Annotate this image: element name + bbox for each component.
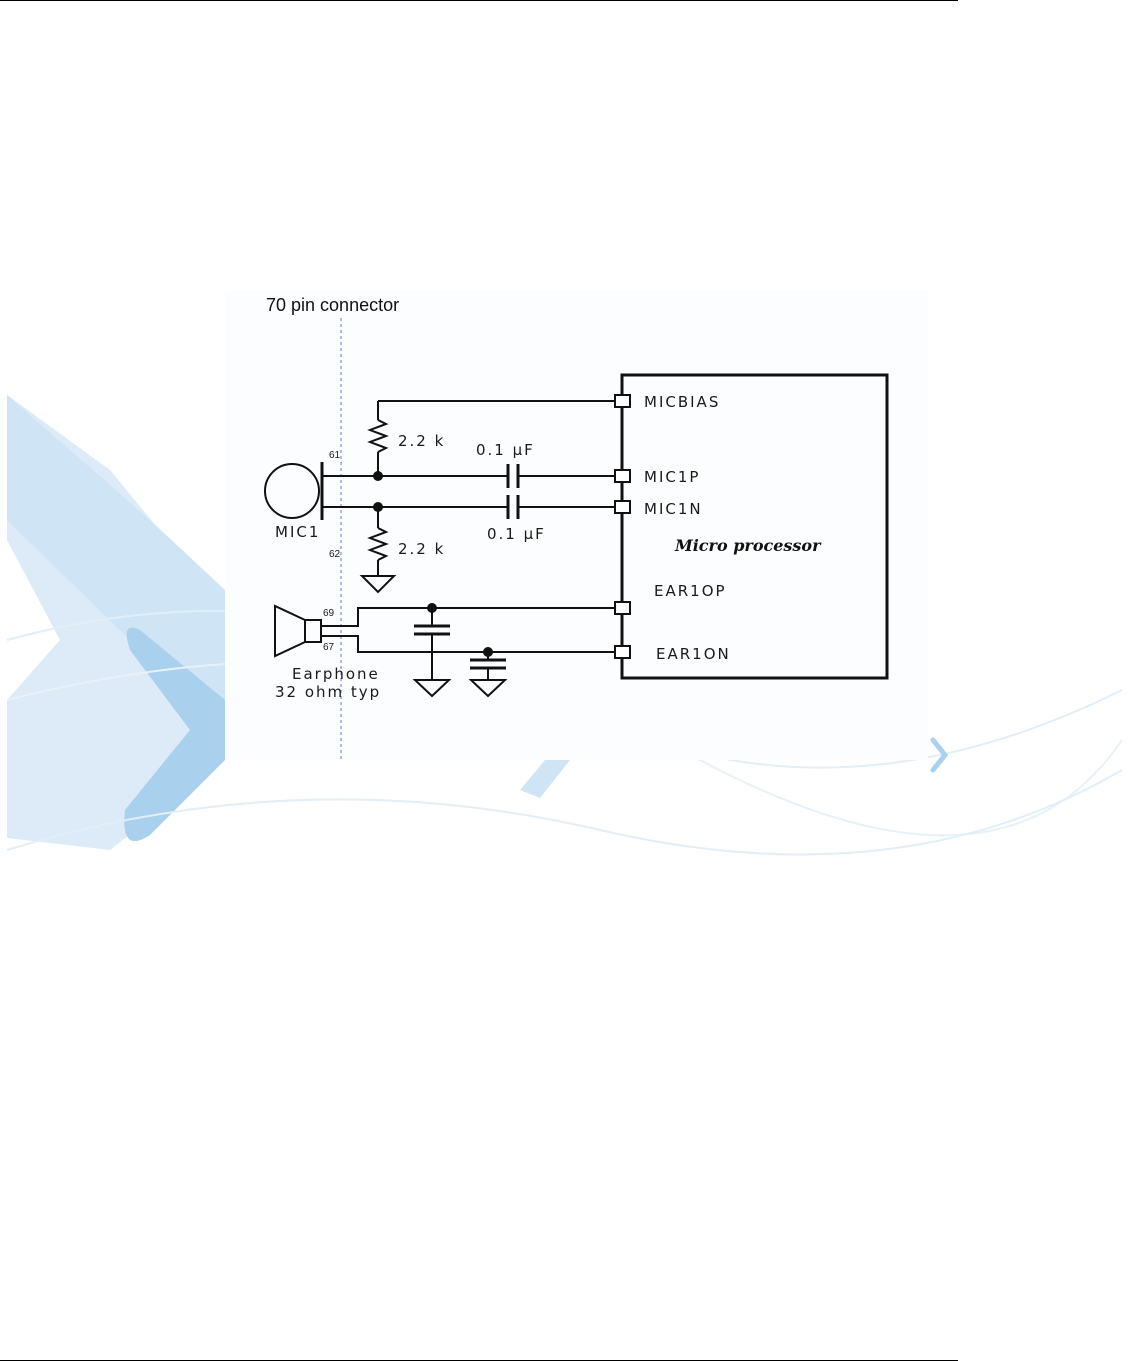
pin-mic1p-square xyxy=(615,470,630,482)
microprocessor-box xyxy=(622,375,887,678)
diagram-panel: 70 pin connector Micro processor MICBIAS… xyxy=(225,290,928,760)
resistor-top-label: 2.2 k xyxy=(398,432,445,450)
pin-micbias-square xyxy=(615,395,630,407)
ground-ear2-icon xyxy=(471,680,505,696)
pin-micbias-label: MICBIAS xyxy=(644,393,720,411)
earphone-label-line2: 32 ohm typ xyxy=(275,683,381,701)
ground-ear1-icon xyxy=(415,680,449,696)
cap-bottom-label: 0.1 µF xyxy=(487,525,546,543)
microprocessor-label: Micro processor xyxy=(674,536,822,555)
pin-ear1on-square xyxy=(615,646,630,658)
resistor-top-icon xyxy=(370,420,386,452)
cap-top-label: 0.1 µF xyxy=(476,441,535,459)
mic-label: MIC1 xyxy=(275,523,320,541)
pin-ear1op-square xyxy=(615,602,630,614)
pin-mic1n-square xyxy=(615,501,630,513)
connector-title: 70 pin connector xyxy=(266,295,399,315)
pin-61-label: 61 xyxy=(329,450,341,461)
microphone-icon xyxy=(265,464,319,518)
pin-62-label: 62 xyxy=(329,549,341,560)
ground-mic-icon xyxy=(362,576,394,592)
resistor-bottom-icon xyxy=(370,528,386,560)
pin-67-label: 67 xyxy=(323,642,335,653)
pin-mic1p-label: MIC1P xyxy=(644,468,700,486)
pin-mic1n-label: MIC1N xyxy=(644,500,703,518)
earphone-icon xyxy=(275,606,305,656)
wire-ear1op xyxy=(321,608,615,626)
watermark-mark-small xyxy=(520,760,570,798)
resistor-bottom-label: 2.2 k xyxy=(398,540,445,558)
schematic-diagram: 70 pin connector Micro processor MICBIAS… xyxy=(225,290,928,760)
wire-ear1on xyxy=(321,636,615,652)
earphone-magnet xyxy=(305,620,321,642)
junction-mic1p xyxy=(374,472,382,480)
pin-69-label: 69 xyxy=(323,608,335,619)
pin-ear1on-label: EAR1ON xyxy=(656,645,731,663)
pin-ear1op-label: EAR1OP xyxy=(654,582,727,600)
earphone-label-line1: Earphone xyxy=(292,665,380,683)
